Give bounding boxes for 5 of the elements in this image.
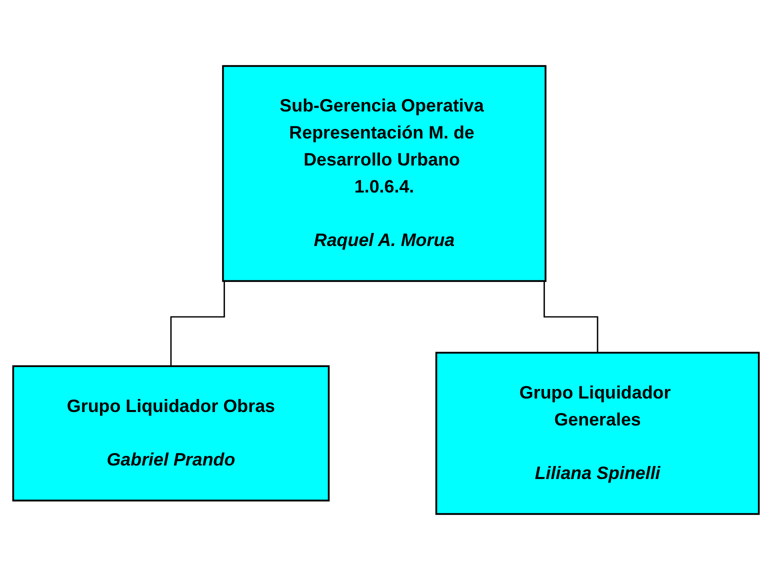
org-box: Sub-Gerencia Operativa Representación M. de Desarrollo Urbano 1.0.6.4. Raquel A. Morua	[222, 65, 546, 282]
org-box: Grupo Liquidador Generales Liliana Spinelli	[435, 352, 760, 515]
connector-line	[544, 281, 598, 354]
connector-line	[170, 281, 225, 367]
org-box: Grupo Liquidador Obras Gabriel Prando	[12, 365, 330, 502]
